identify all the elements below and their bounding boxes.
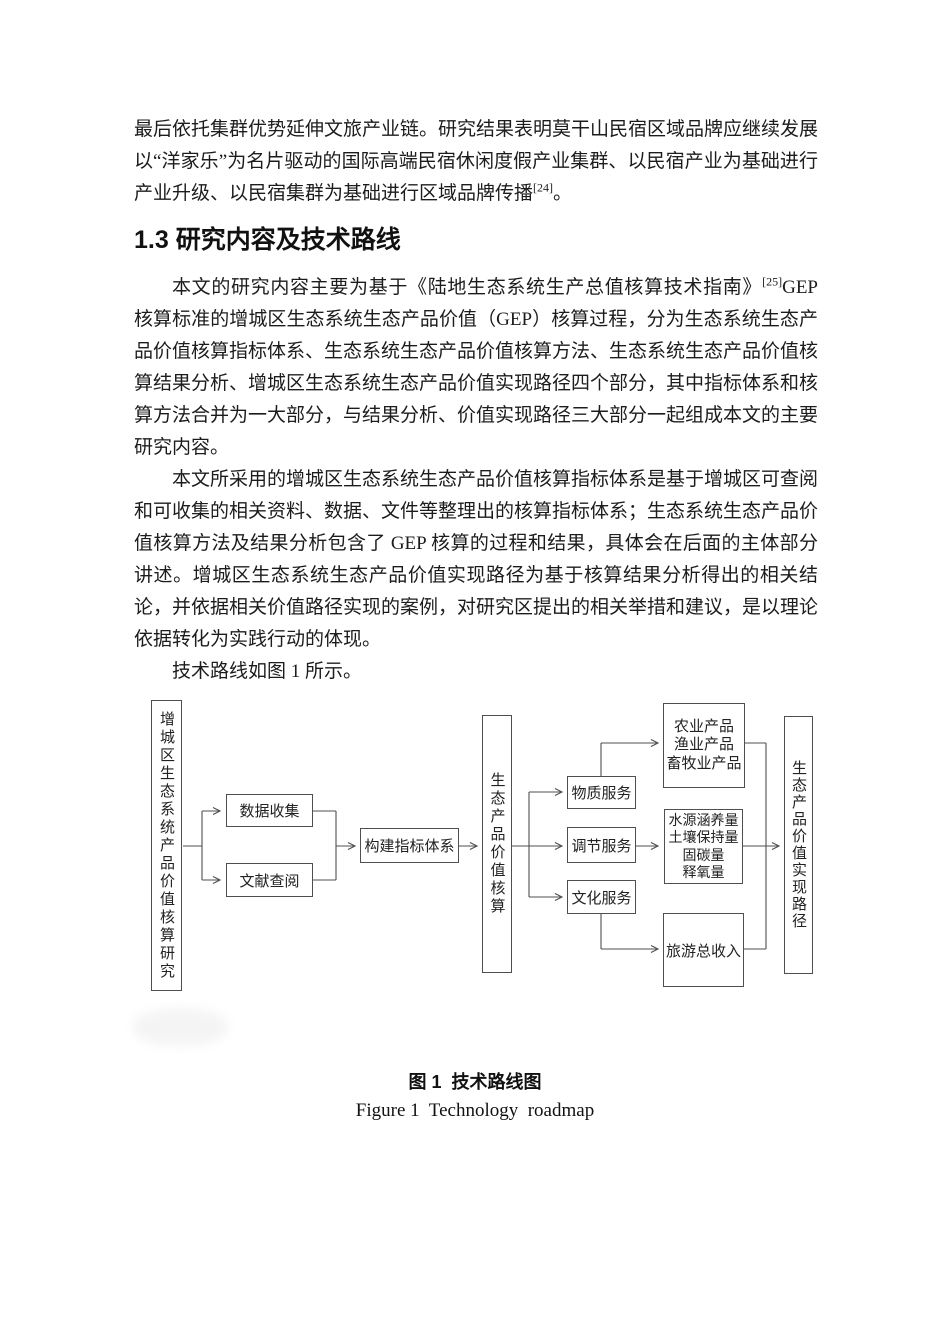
flowchart-box-gep-accounting: 生态产品价值核算	[482, 715, 512, 973]
flowchart-box-material-outputs: 农业产品 渔业产品 畜牧业产品	[663, 703, 745, 788]
material-output-fishery: 渔业产品	[673, 736, 734, 754]
material-outputs-lines: 农业产品 渔业产品 畜牧业产品	[666, 718, 741, 774]
faint-smudge-artifact	[133, 1008, 228, 1046]
regulating-output-soil: 土壤保持量	[668, 829, 739, 845]
paragraph-continuation: 最后依托集群优势延伸文旅产业链。研究结果表明莫干山民宿区域品牌应继续发展以“洋家…	[134, 114, 818, 210]
flowchart-box-cultural-services: 文化服务	[567, 880, 636, 914]
connector-merge-outputs	[744, 742, 767, 950]
flowchart-box-literature-review: 文献查阅	[226, 863, 313, 897]
figure-caption-en: Figure 1 Technology roadmap	[355, 1100, 595, 1121]
regulating-output-oxygen: 释氧量	[682, 864, 725, 880]
regulating-outputs-lines: 水源涵养量 土壤保持量 固碳量 释氧量	[669, 812, 739, 882]
paragraph-figure-lead-in: 技术路线如图 1 所示。	[172, 661, 363, 682]
flowchart-box-tourism-income: 旅游总收入	[663, 913, 744, 987]
flowchart-box-data-collection: 数据收集	[226, 794, 313, 827]
figure-caption-zh: 图 1 技术路线图	[408, 1072, 542, 1092]
flowchart-box-regulating-outputs: 水源涵养量 土壤保持量 固碳量 释氧量	[664, 809, 743, 884]
paragraph-2-lead: 本文的研究内容主要为基于《陆地生态系统生产总值核算技术指南》	[172, 277, 763, 298]
material-output-livestock: 畜牧业产品	[666, 754, 742, 772]
paragraph-2-rest: GEP 核算标准的增城区生态系统生态产品价值（GEP）核算过程，分为生态系统生态…	[134, 277, 819, 458]
citation-25: [25]	[762, 274, 783, 289]
flowchart-box-build-indicators: 构建指标体系	[360, 828, 459, 863]
section-heading-1-3: 1.3 研究内容及技术路线	[134, 226, 401, 254]
paragraph-continuation-text: 最后依托集群优势延伸文旅产业链。研究结果表明莫干山民宿区域品牌应继续发展以“洋家…	[134, 119, 819, 204]
paragraph-continuation-tail: 。	[553, 183, 573, 204]
flowchart-box-regulating-services: 调节服务	[567, 827, 636, 863]
connector-root-branch	[183, 811, 203, 880]
connector-merge-inputs	[313, 810, 337, 881]
material-output-agriculture: 农业产品	[673, 717, 734, 735]
flowchart-box-realization-path: 生态产品价值实现路径	[784, 716, 813, 974]
connector-services-branch	[512, 792, 530, 897]
body-text: 最后依托集群优势延伸文旅产业链。研究结果表明莫干山民宿区域品牌应继续发展以“洋家…	[134, 114, 818, 688]
paragraph-indicator-system: 本文所采用的增城区生态系统生态产品价值核算指标体系是基于增城区可查阅和可收集的相…	[134, 469, 819, 650]
flowchart-box-root: 增城区生态系统产品价值核算研究	[151, 700, 182, 991]
flowchart-box-material-services: 物质服务	[567, 776, 636, 809]
paragraph-research-content: 本文的研究内容主要为基于《陆地生态系统生产总值核算技术指南》[25]GEP 核算…	[134, 272, 818, 464]
regulating-output-carbon: 固碳量	[682, 846, 725, 863]
regulating-output-water: 水源涵养量	[668, 811, 739, 828]
citation-24: [24]	[533, 180, 554, 195]
